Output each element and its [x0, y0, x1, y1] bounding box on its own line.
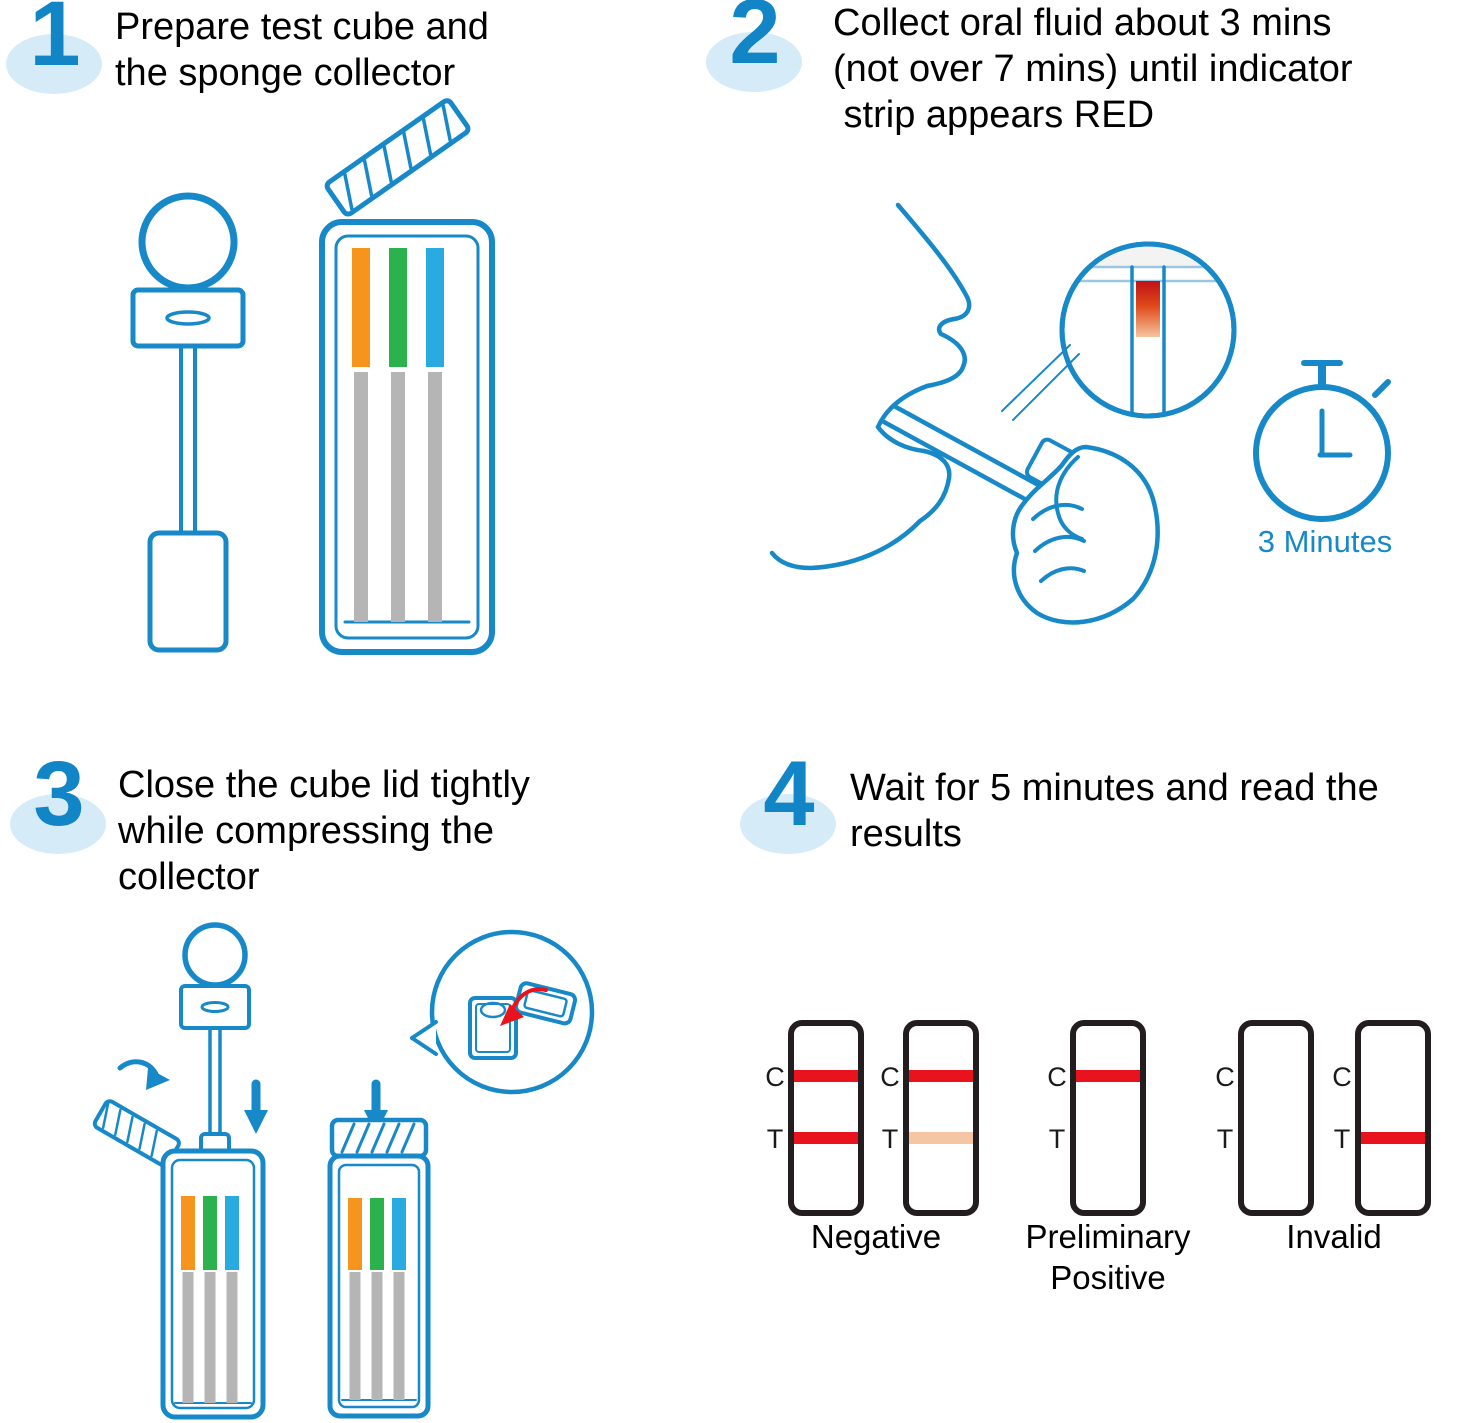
title-line: results — [850, 813, 962, 855]
result-label-line: Negative — [810, 1218, 942, 1255]
result-cassette-negative-1: C T — [765, 1020, 864, 1216]
test-line — [909, 1132, 973, 1144]
result-label-line: Preliminary — [1025, 1218, 1191, 1255]
title-line: Close the cube lid tightly — [118, 764, 530, 806]
step-number: 4 — [763, 743, 815, 845]
result-label-preliminary-positive: Preliminary Positive — [1008, 1216, 1208, 1298]
step-3-number-badge: 3 — [10, 748, 114, 856]
control-line-label: C — [880, 1062, 900, 1092]
orange-strip — [352, 248, 370, 367]
step-number: 2 — [729, 0, 781, 83]
step-1-title: Prepare test cube and the sponge collect… — [115, 4, 489, 96]
title-line: the sponge collector — [115, 52, 456, 94]
step-number-ellipse — [10, 794, 106, 854]
result-cassette-preliminary-positive: C T — [1047, 1020, 1146, 1216]
result-label-negative: Negative — [776, 1216, 976, 1257]
step-1-number-badge: 1 — [6, 0, 110, 96]
step-number-ellipse — [740, 794, 836, 854]
test-line-label: T — [1048, 1124, 1066, 1154]
control-line — [909, 1070, 973, 1082]
result-label-invalid: Invalid — [1234, 1216, 1434, 1257]
test-line-label: T — [881, 1124, 899, 1154]
test-line-label: T — [1333, 1124, 1351, 1154]
stopwatch-icon — [1253, 360, 1391, 522]
face-illustration — [769, 202, 972, 571]
sponge-collector-illustration — [179, 922, 251, 1166]
arrow-down-icon — [244, 1079, 268, 1134]
control-line — [1076, 1070, 1140, 1082]
timer-label: 3 Minutes — [1257, 524, 1393, 559]
title-line: Prepare test cube and — [115, 6, 489, 48]
control-line-label: C — [1332, 1062, 1352, 1092]
step-3-illustration — [92, 922, 595, 1420]
sponge-collector-illustration — [130, 192, 246, 653]
result-cassette-invalid-1: C T — [1215, 1020, 1314, 1216]
test-cube-closed — [327, 1117, 431, 1419]
test-line-label: T — [766, 1124, 784, 1154]
control-line-label: C — [765, 1062, 785, 1092]
test-line — [794, 1132, 858, 1144]
green-strip — [389, 248, 407, 367]
indicator-magnifier-icon — [1059, 241, 1237, 419]
curved-arrow-icon — [117, 1059, 170, 1090]
title-line: collector — [118, 856, 260, 898]
test-cube-illustration — [319, 98, 495, 655]
title-line: Wait for 5 minutes and read the — [850, 767, 1379, 809]
open-lid — [324, 98, 471, 217]
blue-strip — [426, 248, 444, 367]
test-line-label: T — [1216, 1124, 1234, 1154]
test-cube-open — [160, 1148, 266, 1420]
step-number-ellipse — [706, 32, 802, 92]
control-line-label: C — [1047, 1062, 1067, 1092]
step-4-title: Wait for 5 minutes and read the results — [850, 765, 1379, 857]
step-number: 1 — [29, 0, 81, 85]
result-label-line: Positive — [1050, 1259, 1166, 1296]
step-2-title: Collect oral fluid about 3 mins (not ove… — [833, 0, 1353, 138]
red-indicator — [1136, 281, 1160, 337]
result-label-line: Invalid — [1286, 1218, 1382, 1255]
title-line: while compressing the — [118, 810, 494, 852]
step-2-number-badge: 2 — [706, 0, 810, 94]
hand-illustration — [1010, 444, 1160, 625]
title-line: (not over 7 mins) until indicator — [833, 48, 1353, 90]
step-number-ellipse — [6, 34, 102, 94]
step-2-illustration — [769, 202, 1391, 625]
result-cassette-invalid-2: C T — [1332, 1020, 1431, 1216]
results-panel: C T C T C T C T C T Negative Preliminary… — [756, 1016, 1472, 1316]
step-1-illustration — [130, 98, 495, 655]
leader-line — [1001, 344, 1071, 412]
title-line: Collect oral fluid about 3 mins — [833, 2, 1332, 44]
test-line — [1361, 1132, 1425, 1144]
title-line: strip appears RED — [833, 94, 1155, 136]
step-4-number-badge: 4 — [740, 748, 844, 856]
control-line-label: C — [1215, 1062, 1235, 1092]
result-cassette-negative-2: C T — [880, 1020, 979, 1216]
step-3-title: Close the cube lid tightly while compres… — [118, 762, 530, 900]
lid-closing-inset — [410, 929, 595, 1095]
step-number: 3 — [33, 743, 85, 845]
control-line — [794, 1070, 858, 1082]
